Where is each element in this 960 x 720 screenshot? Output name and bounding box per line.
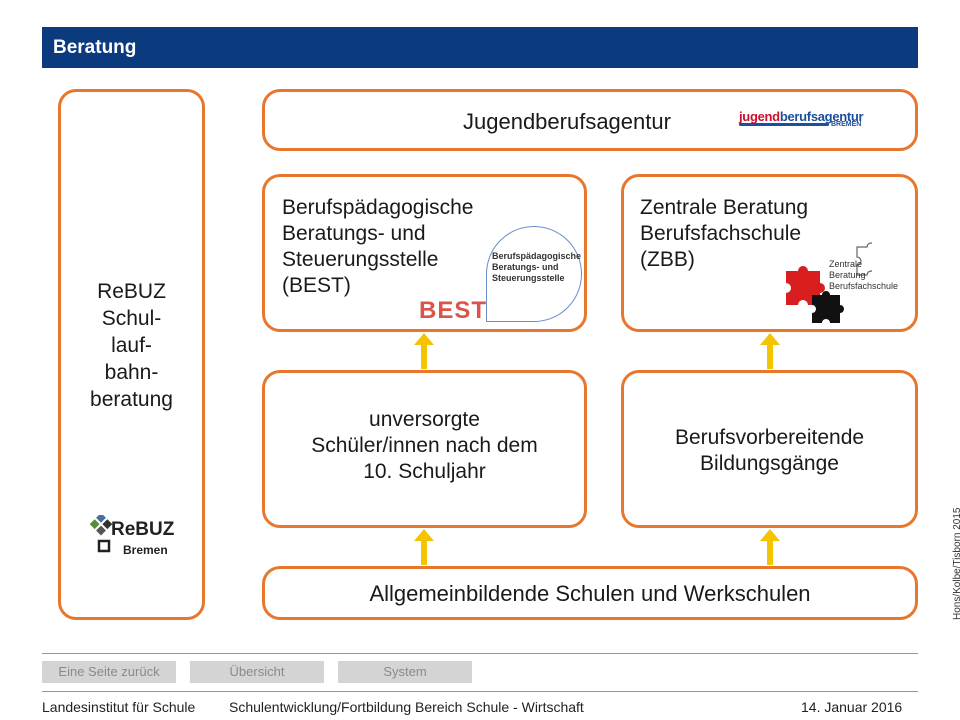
unversorgte-text: unversorgte Schüler/innen nach dem 10. S…: [311, 408, 538, 483]
berufsvorbereitende-box: Berufsvorbereitende Bildungsgänge: [621, 370, 918, 528]
berufsvorbereitende-text: Berufsvorbereitende Bildungsgänge: [674, 426, 865, 475]
allgemeinbildende-box: Allgemeinbildende Schulen und Werkschule…: [262, 566, 918, 620]
footer-divider-top: [42, 653, 918, 654]
best-box: Berufspädagogische Beratungs- und Steuer…: [262, 174, 587, 332]
section-title: Beratung: [53, 37, 137, 58]
arrow-up-unversorgte: [414, 529, 434, 565]
author-credit: Hons/Kolbe/Tisborn 2015: [952, 507, 960, 620]
section-header: Beratung: [42, 27, 918, 68]
footer-date: 14. Januar 2016: [801, 699, 903, 715]
jugendberufsagentur-label: Jugendberufsagentur: [463, 109, 671, 134]
footer-institute: Landesinstitut für Schule: [42, 699, 196, 715]
arrow-up-zbb: [760, 333, 780, 369]
best-mark: BEST: [419, 297, 488, 324]
overview-button[interactable]: Übersicht: [190, 661, 324, 683]
back-button[interactable]: Eine Seite zurück: [42, 661, 176, 683]
arrow-up-berufsvorbereitende: [760, 529, 780, 565]
arrow-up-best: [414, 333, 434, 369]
footer-department: Schulentwicklung/Fortbildung Bereich Sch…: [229, 699, 584, 715]
best-text: Berufspädagogische Beratungs- und Steuer…: [282, 196, 474, 297]
jugendberufsagentur-box: Jugendberufsagentur jugendberufsagentur …: [262, 89, 918, 151]
system-button[interactable]: System: [338, 661, 472, 683]
rebuz-logo: ReBUZ Bremen: [87, 515, 187, 563]
unversorgte-box: unversorgte Schüler/innen nach dem 10. S…: [262, 370, 587, 528]
jugendberufsagentur-logo: jugendberufsagentur BREMEN: [739, 109, 864, 128]
rebuz-box: ReBUZ Schul- lauf- bahn- beratung ReBUZ …: [58, 89, 205, 620]
rebuz-text: ReBUZ Schul- lauf- bahn- beratung: [90, 280, 173, 411]
zbb-text: Zentrale Beratung Berufsfachschule (ZBB): [640, 196, 809, 271]
best-logo-circle: [486, 226, 582, 322]
allgemeinbildende-label: Allgemeinbildende Schulen und Werkschule…: [369, 581, 811, 606]
zbb-puzzle-icon: [786, 242, 872, 323]
best-logo: Berufspädagogische Beratungs- und Steuer…: [486, 226, 586, 326]
rebuz-logo-icon: [89, 515, 113, 553]
zbb-box: Zentrale Beratung Berufsfachschule (ZBB)…: [621, 174, 918, 332]
jba-logo-swoosh: [739, 123, 829, 126]
footer-divider-bottom: [42, 691, 918, 692]
